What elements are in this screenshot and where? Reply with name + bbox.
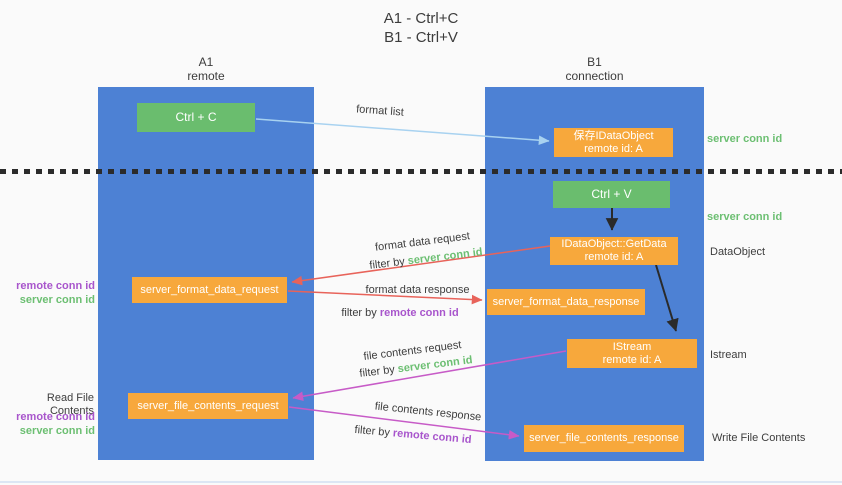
label-format-list: format list — [355, 103, 405, 119]
node-istream: IStream remote id: A — [567, 339, 697, 368]
node-getdata-line2: remote id: A — [584, 251, 644, 263]
node-idataobject-getdata: IDataObject::GetData remote id: A — [550, 237, 678, 265]
lane-a1-subtitle: remote — [187, 69, 225, 83]
label-read-file-contents: Read File Contents — [46, 392, 94, 417]
label-format-data-response: format data response — [365, 284, 470, 296]
node-server-file-contents-request: server_file_contents_request — [128, 393, 288, 419]
node-file-request-label: server_file_contents_request — [137, 399, 279, 412]
dashed-divider-line — [0, 169, 842, 174]
label-file-remote-conn-id: remote conn id — [16, 411, 95, 423]
node-save-dataobject-line2: remote id: A — [584, 142, 643, 155]
label-dataobject: DataObject — [710, 246, 766, 258]
node-save-dataobject: 保存IDataObject remote id: A — [554, 128, 673, 157]
lane-b1-subtitle: connection — [565, 69, 624, 83]
label-format-conn-ids: remote conn id server conn id — [0, 279, 95, 307]
node-ctrl-v-label: Ctrl + V — [591, 187, 632, 201]
label-write-file-contents: Write File Contents — [712, 432, 806, 444]
lane-header-a1: A1 remote — [98, 55, 314, 83]
node-ctrl-c-label: Ctrl + C — [175, 110, 217, 124]
label-filter-remote-conn-2: filter by remote conn id — [347, 423, 480, 446]
node-format-request-label: server_format_data_request — [140, 283, 279, 296]
label-file-server-conn-id: server conn id — [19, 425, 95, 437]
node-istream-line2: remote id: A — [602, 353, 662, 366]
filter-server-conn-id-1: server conn id — [407, 246, 484, 268]
label-file-contents-response: file contents response — [374, 400, 482, 424]
diagram-title: A1 - Ctrl+C B1 - Ctrl+V — [0, 9, 842, 47]
node-server-file-contents-response: server_file_contents_response — [524, 425, 684, 452]
node-server-format-data-response: server_format_data_response — [487, 289, 645, 315]
title-line-b1: B1 - Ctrl+V — [384, 29, 458, 46]
node-format-response-label: server_format_data_response — [492, 295, 640, 308]
title-line-a1: A1 - Ctrl+C — [383, 10, 459, 27]
filter-by-text-4: filter by — [354, 423, 394, 440]
node-ctrl-c: Ctrl + C — [137, 103, 255, 132]
node-istream-line1: IStream — [612, 340, 652, 353]
node-getdata-line1: IDataObject::GetData — [561, 238, 667, 250]
label-istream: Istream — [710, 349, 747, 361]
node-server-format-data-request: server_format_data_request — [132, 277, 287, 303]
filter-by-text-2: filter by — [341, 307, 380, 319]
lane-a1-name: A1 — [198, 55, 214, 69]
lane-header-b1: B1 connection — [485, 55, 704, 83]
label-server-conn-id-mid: server conn id — [707, 211, 783, 223]
filter-remote-conn-id-1: remote conn id — [379, 307, 459, 319]
node-file-response-label: server_file_contents_response — [529, 432, 679, 444]
label-file-conn-ids: remote conn id server conn id — [0, 410, 95, 438]
filter-remote-conn-id-2: remote conn id — [392, 427, 472, 447]
node-ctrl-v: Ctrl + V — [553, 181, 670, 208]
label-server-conn-id-top: server conn id — [707, 133, 783, 145]
label-filter-remote-conn-1: filter by remote conn id — [335, 307, 465, 319]
label-format-remote-conn-id: remote conn id — [16, 280, 95, 292]
label-format-server-conn-id: server conn id — [19, 294, 95, 306]
lane-b1-name: B1 — [587, 55, 602, 69]
filter-by-text-1: filter by — [368, 255, 409, 272]
bottom-edge-line — [0, 481, 842, 483]
node-save-dataobject-line1: 保存IDataObject — [573, 129, 654, 142]
filter-by-text-3: filter by — [358, 363, 399, 380]
